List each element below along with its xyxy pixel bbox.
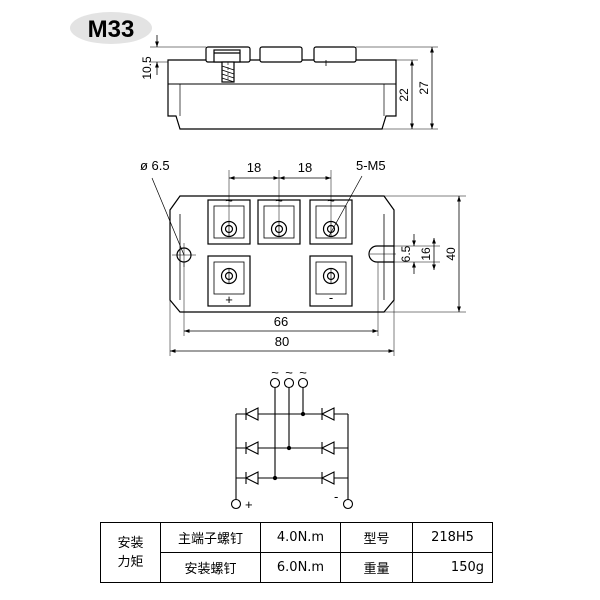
hole-diameter-label: ø 6.5 (140, 158, 170, 173)
mounting-slot-right (368, 245, 394, 263)
dim-slot-span: 16 (419, 247, 433, 261)
side-screw-icon (213, 49, 241, 83)
side-view (150, 35, 438, 130)
schematic-positive-label: + (245, 497, 253, 512)
dim-height-b: 22 (397, 88, 411, 102)
model-badge-background (70, 12, 152, 44)
torque-header-line1: 安装 (117, 535, 144, 551)
terminal-ac-3-label: ~ (327, 193, 335, 208)
torque-header-line2: 力矩 (117, 554, 144, 570)
side-terminal-mid (259, 46, 303, 63)
screw-spec-label: 5-M5 (356, 158, 386, 173)
terminal-positive (207, 255, 251, 307)
dim-slot-width: 6.5 (399, 245, 413, 262)
dim-hole-spacing: 66 (274, 314, 288, 329)
row2-param-value: 150g (412, 552, 493, 583)
dim-overall-length: 80 (275, 334, 289, 349)
dim-body-height: 40 (444, 247, 458, 261)
row1-param-value: 218H5 (412, 522, 493, 553)
terminal-ac-1 (207, 199, 251, 245)
diode-icon (244, 441, 259, 455)
row1-value: 4.0N.m (260, 522, 341, 553)
terminal-ac-2-label: ~ (275, 193, 283, 208)
negative-terminal (342, 498, 354, 510)
side-view-body-outline (167, 59, 397, 130)
ac-label-2: ~ (285, 365, 293, 380)
diode-icon (320, 471, 335, 485)
torque-header: 安装 力矩 (100, 522, 161, 583)
table-row: 安装 力矩 主端子螺钉 4.0N.m 型号 218H5 (100, 522, 493, 583)
row1-param: 型号 (340, 522, 413, 553)
row2-label: 安装螺钉 (160, 552, 261, 583)
top-view (151, 170, 466, 356)
terminal-negative (309, 255, 353, 307)
dim-height-c: 27 (417, 81, 431, 95)
side-terminal-right (313, 46, 357, 63)
terminal-ac-1-label: ~ (225, 193, 233, 208)
row2-param: 重量 (340, 552, 413, 583)
hole-diameter-leader (151, 177, 185, 256)
row1-label: 主端子螺钉 (160, 522, 261, 553)
schematic-negative-label: - (334, 489, 338, 504)
dim-pitch-1: 18 (247, 160, 261, 175)
bridge-schematic (230, 377, 354, 510)
diode-icon (320, 407, 335, 421)
row2-value: 6.0N.m (260, 552, 341, 583)
terminal-positive-label: + (225, 292, 233, 307)
dim-pitch-2: 18 (298, 160, 312, 175)
terminal-negative-label: - (329, 290, 333, 305)
dim-height-a: 10.5 (140, 56, 154, 80)
ac-label-3: ~ (299, 365, 307, 380)
model-badge: M33 (70, 12, 152, 44)
diode-icon (320, 441, 335, 455)
diode-icon (244, 407, 259, 421)
spec-table: 安装 力矩 主端子螺钉 4.0N.m 型号 218H5 安装螺钉 6.0N.m … (100, 522, 493, 583)
ac-label-1: ~ (271, 365, 279, 380)
screw-spec-leader (328, 175, 363, 237)
diode-icon (244, 471, 259, 485)
model-label: M33 (88, 16, 135, 43)
table-row: 安装螺钉 6.0N.m 重量 150g (101, 552, 493, 583)
positive-terminal (230, 498, 242, 510)
